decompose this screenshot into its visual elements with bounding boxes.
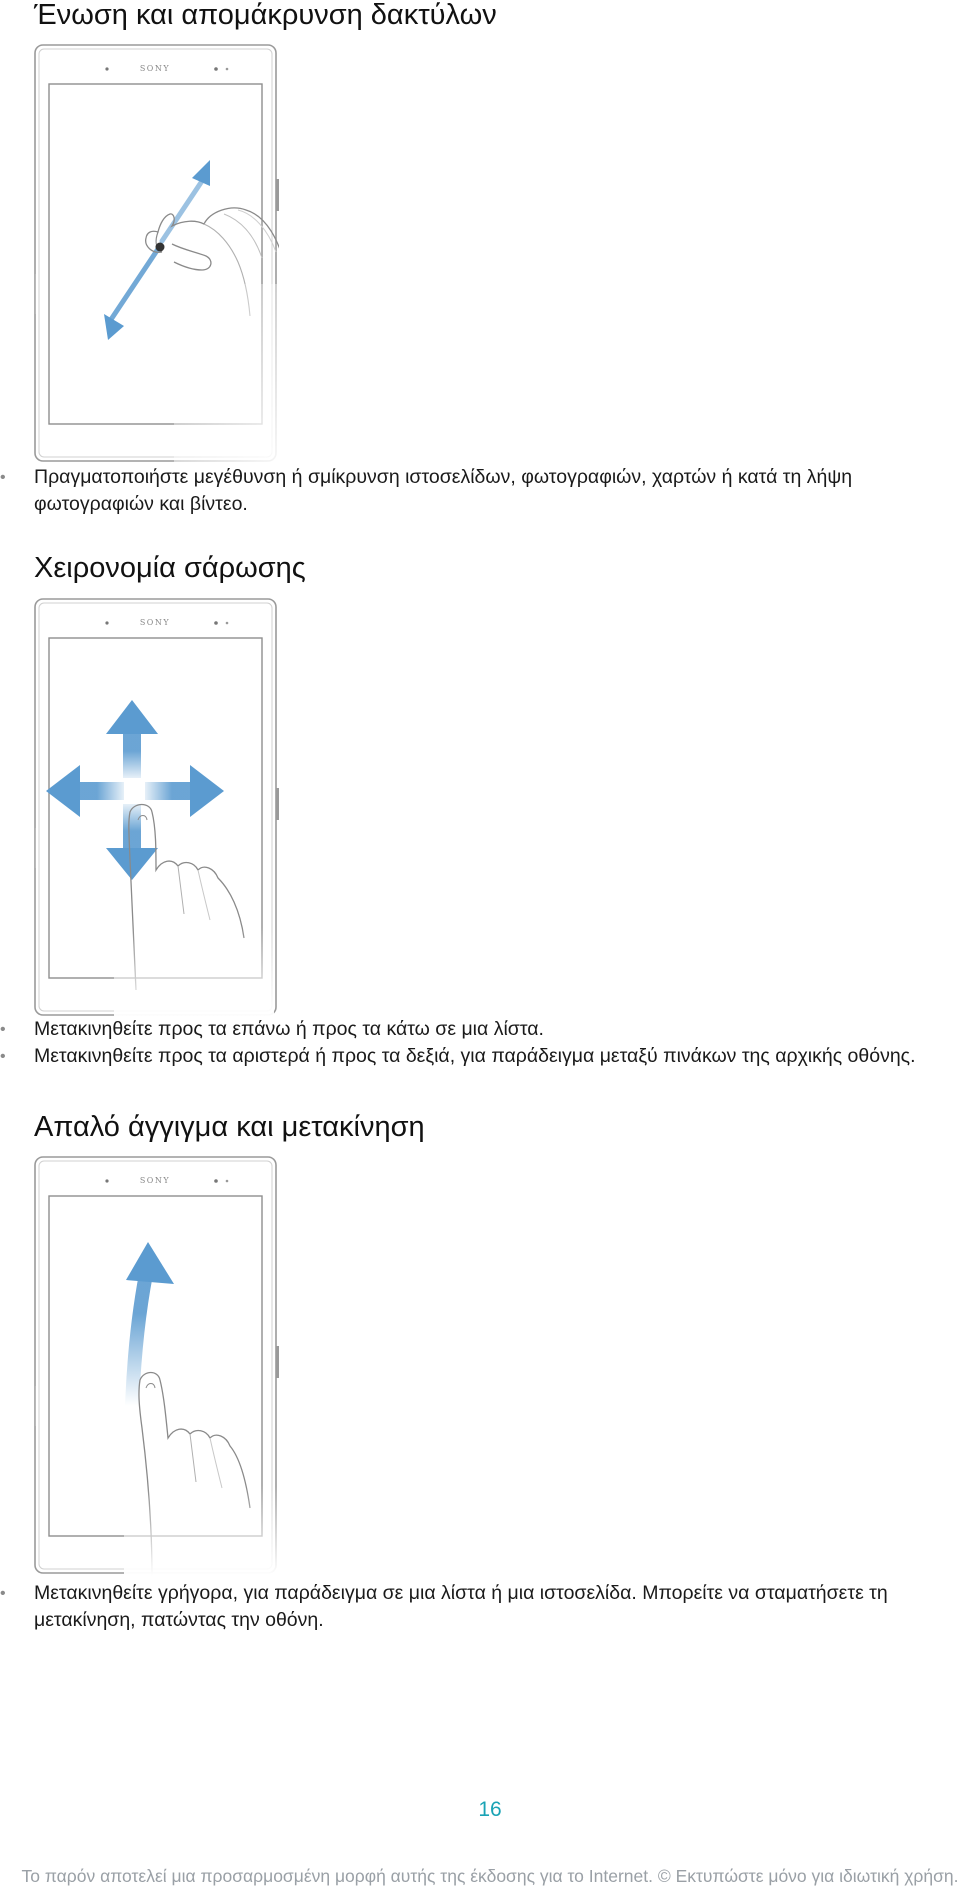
list-item: •Μετακινηθείτε γρήγορα, για παράδειγμα σ…	[0, 1582, 888, 1631]
list-item: •Μετακινηθείτε προς τα επάνω ή προς τα κ…	[0, 1016, 940, 1043]
section-heading-flick: Απαλό άγγιγμα και μετακίνηση	[34, 1111, 425, 1143]
bullet-icon: •	[0, 1048, 6, 1065]
bullet-icon: •	[0, 469, 6, 486]
list-item: •Πραγματοποιήστε μεγέθυνση ή σμίκρυνση ι…	[0, 466, 853, 515]
section-heading-pinch: Ένωση και απομάκρυνση δακτύλων	[34, 0, 497, 31]
list-item: •Μετακινηθείτε προς τα αριστερά ή προς τ…	[0, 1043, 940, 1070]
phone-brand-label: SONY	[140, 64, 170, 73]
bullet-list-swipe: •Μετακινηθείτε προς τα επάνω ή προς τα κ…	[0, 1016, 940, 1070]
bullet-list-flick: •Μετακινηθείτε γρήγορα, για παράδειγμα σ…	[0, 1580, 940, 1634]
pinch-gesture-icon: SONY	[34, 44, 279, 464]
phone-brand-label: SONY	[140, 618, 170, 627]
bullet-list-pinch: •Πραγματοποιήστε μεγέθυνση ή σμίκρυνση ι…	[0, 464, 940, 518]
phone-brand-label: SONY	[140, 1176, 170, 1185]
bullet-icon: •	[0, 1585, 6, 1602]
section-heading-swipe: Χειρονομία σάρωσης	[34, 552, 306, 584]
bullet-icon: •	[0, 1021, 6, 1038]
page-number: 16	[478, 1798, 502, 1821]
flick-gesture-icon: SONY	[34, 1156, 279, 1576]
footer-note: Το παρόν αποτελεί μια προσαρμοσμένη μορφ…	[21, 1866, 959, 1886]
swipe-gesture-icon: SONY	[34, 598, 279, 1018]
